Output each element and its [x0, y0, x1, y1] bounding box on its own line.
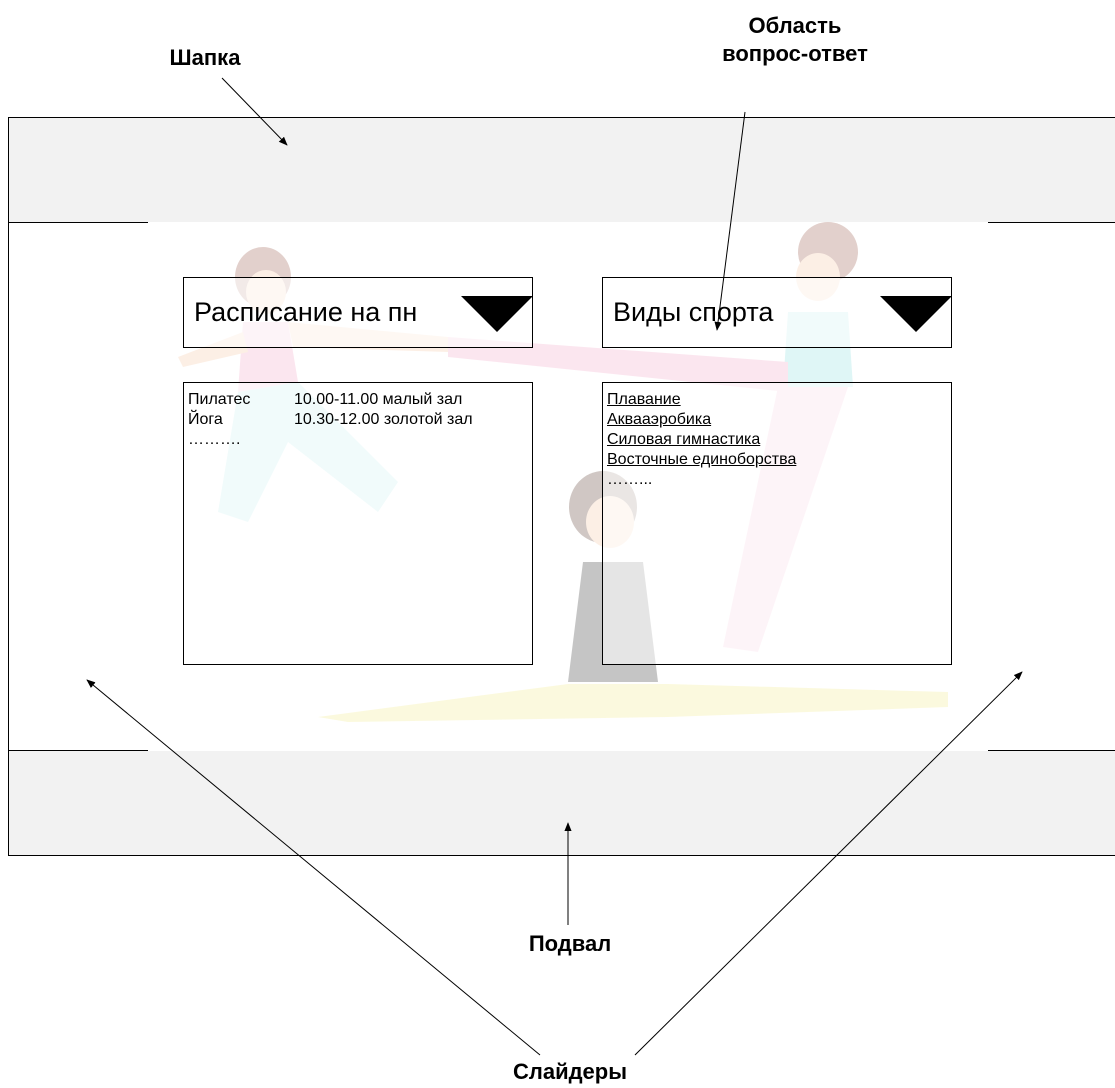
- footer-label: Подвал: [528, 931, 612, 956]
- sliders-label: Слайдеры: [512, 1059, 628, 1084]
- sports-dropdown[interactable]: Виды спорта: [602, 277, 952, 348]
- left-slider-region[interactable]: [8, 222, 149, 751]
- sports-panel: Плавание Аквааэробика Силовая гимнастика…: [602, 382, 952, 665]
- schedule-time-room: 10.00-11.00 малый зал: [294, 391, 463, 408]
- schedule-dropdown-label: Расписание на пн: [194, 297, 418, 327]
- footer-region: [8, 750, 1115, 856]
- sports-dropdown-label: Виды спорта: [613, 297, 774, 327]
- schedule-activity: Йога: [188, 411, 223, 428]
- schedule-panel: Пилатес 10.00-11.00 малый зал Йога 10.30…: [183, 382, 533, 665]
- right-slider-region[interactable]: [987, 222, 1115, 751]
- kicker-hair: [798, 222, 858, 282]
- schedule-time-room: 10.30-12.00 золотой зал: [294, 411, 473, 428]
- chevron-down-icon[interactable]: [880, 296, 952, 332]
- sport-link-swimming[interactable]: Плавание: [607, 391, 681, 408]
- sports-ellipsis: ……...: [607, 471, 653, 488]
- sport-link-martial-arts[interactable]: Восточные единоборства: [607, 451, 797, 468]
- schedule-activity: Пилатес: [188, 391, 251, 408]
- schedule-dropdown[interactable]: Расписание на пн: [183, 277, 533, 348]
- header-region: [8, 117, 1115, 223]
- qa-area-label-line2: вопрос-ответ: [722, 41, 868, 66]
- sport-link-strength-gymnastics[interactable]: Силовая гимнастика: [607, 431, 761, 448]
- kicker-kick-leg: [448, 337, 788, 392]
- schedule-ellipsis: ……….: [188, 431, 241, 448]
- qa-area-label: Область вопрос-ответ: [690, 12, 900, 68]
- sport-link-aqua-aerobics[interactable]: Аквааэробика: [607, 411, 712, 428]
- schedule-row: Йога 10.30-12.00 золотой зал: [188, 410, 528, 430]
- chevron-down-icon[interactable]: [461, 296, 533, 332]
- header-label: Шапка: [169, 45, 241, 70]
- split-legs: [318, 684, 948, 722]
- qa-area-label-line1: Область: [748, 13, 842, 38]
- schedule-row: Пилатес 10.00-11.00 малый зал: [188, 390, 528, 410]
